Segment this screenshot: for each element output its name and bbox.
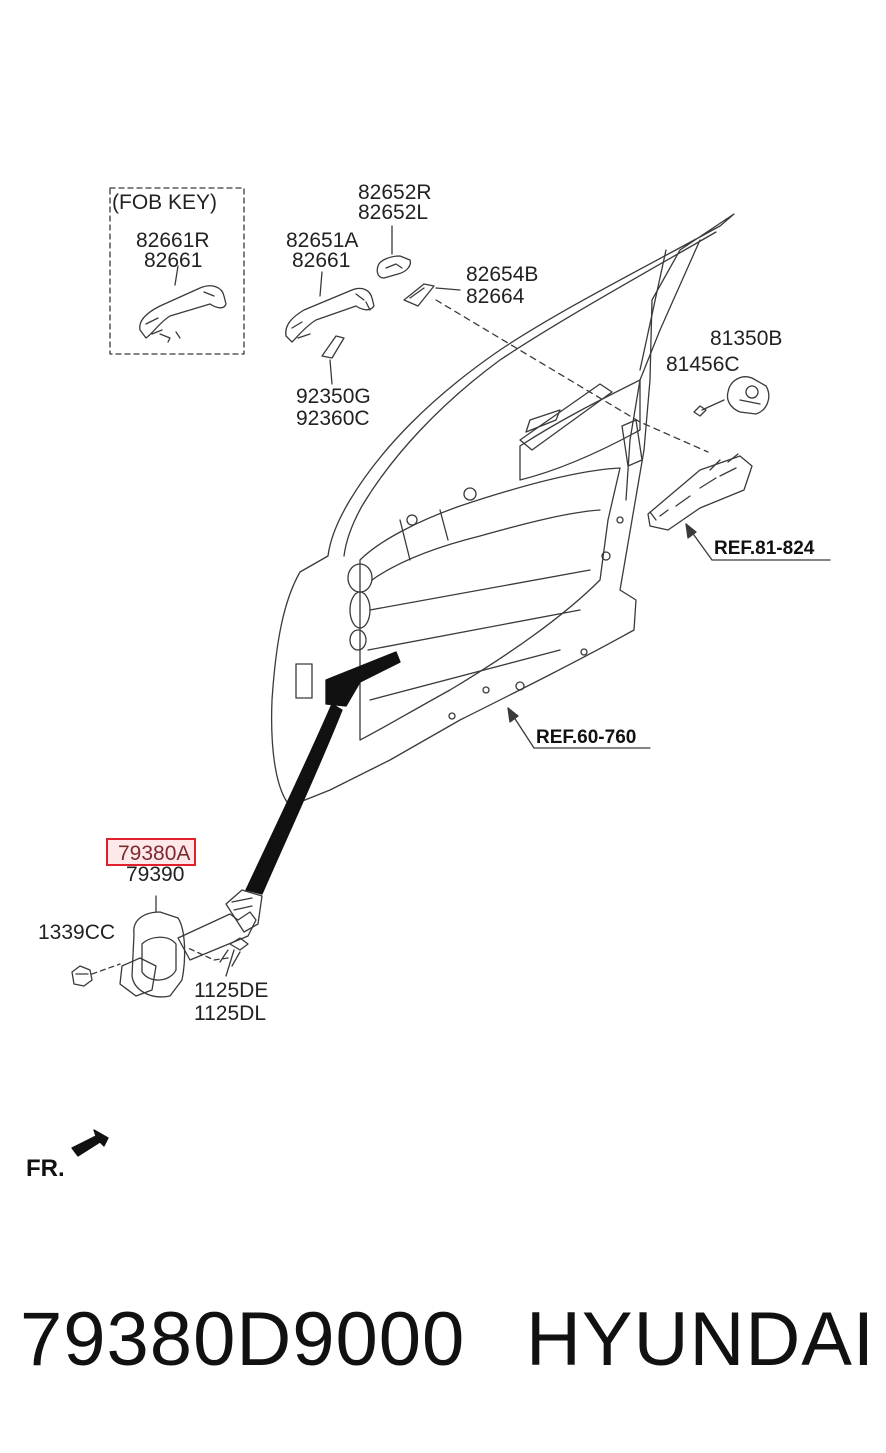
label-82652R: 82652R [358, 181, 432, 204]
label-92350G: 92350G [296, 385, 371, 408]
label-82651A: 82651A [286, 229, 359, 252]
outside-handle-drawing [285, 271, 375, 343]
label-82661-fob: 82661 [144, 249, 203, 272]
label-79380A: 79380A [118, 842, 191, 865]
ref-81-824-arrow [685, 523, 831, 561]
label-82661: 82661 [292, 249, 351, 272]
striker-screw-drawing [693, 399, 725, 417]
label-1125DL: 1125DL [194, 1002, 267, 1025]
label-fob-key: (FOB KEY) [112, 191, 218, 214]
nut-drawing [71, 963, 121, 987]
handle-gasket-drawing [403, 283, 461, 307]
front-direction-arrow [71, 1129, 109, 1157]
label-1339CC: 1339CC [38, 921, 116, 944]
bolt-drawing [187, 937, 249, 977]
label-82661R: 82661R [136, 229, 210, 252]
outside-handle-fob-drawing [139, 265, 227, 343]
highlight-box-79380A [106, 838, 196, 866]
part-number: 79380D9000 [20, 1297, 466, 1382]
label-92360C: 92360C [296, 407, 370, 430]
striker-drawing [726, 376, 770, 415]
label-1125DE: 1125DE [194, 979, 269, 1002]
label-ref-60-760: REF.60-760 [536, 727, 637, 748]
guide-line-handle [435, 299, 709, 453]
label-82652L: 82652L [358, 201, 429, 224]
label-fr: FR. [26, 1155, 65, 1182]
label-82654B: 82654B [466, 263, 539, 286]
door-panel-drawing [271, 213, 735, 807]
label-81350B: 81350B [710, 327, 783, 350]
door-latch-drawing [647, 453, 753, 531]
door-checker-body-drawing [119, 889, 263, 998]
handle-lamp-drawing [321, 335, 345, 385]
label-82664: 82664 [466, 285, 525, 308]
fob-key-box [109, 187, 245, 355]
handle-cover-drawing [376, 225, 412, 279]
ref-60-760-arrow [507, 707, 651, 749]
label-ref-81-824: REF.81-824 [714, 538, 815, 559]
label-79390: 79390 [126, 863, 185, 886]
brand-name: HYUNDAI [526, 1297, 876, 1382]
door-checker-arm-drawing [245, 651, 401, 895]
label-81456C: 81456C [666, 353, 740, 376]
